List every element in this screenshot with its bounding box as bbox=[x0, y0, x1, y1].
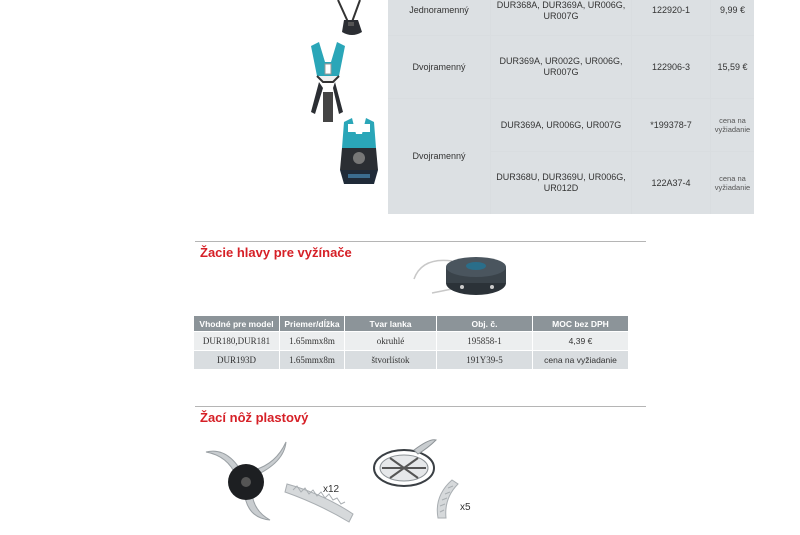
harness-row3a-price: cena na vyžiadanie bbox=[711, 99, 754, 151]
plastic-blade-image bbox=[284, 483, 354, 523]
double-shoulder-harness-image bbox=[311, 42, 345, 122]
table-row: DUR180,DUR181 1.65mmx8m okruhlé 195858-1… bbox=[193, 331, 629, 351]
harness-row2-type: Dvojramenný bbox=[388, 36, 490, 98]
cell-price: cena na vyžiadanie bbox=[532, 350, 629, 370]
harness-row2-models: DUR369A, UR002G, UR006G, UR007G bbox=[491, 36, 631, 98]
harness-row3a-code: *199378-7 bbox=[632, 99, 710, 151]
col-header-order-number: Obj. č. bbox=[436, 315, 533, 332]
single-shoulder-harness-image bbox=[337, 0, 362, 35]
harness-row3b-price: cena na vyžiadanie bbox=[711, 152, 754, 214]
harness-row3b-code: 122A37-4 bbox=[632, 152, 710, 214]
cell-order-number: 195858-1 bbox=[436, 331, 533, 351]
cell-line-shape: štvorlístok bbox=[344, 350, 437, 370]
blade-section-title: Žací nôž plastový bbox=[200, 410, 309, 425]
harness-row1-code: 122920-1 bbox=[632, 0, 710, 35]
replacement-blade-image bbox=[436, 479, 459, 519]
cell-model: DUR193D bbox=[193, 350, 280, 370]
heads-section-title: Žacie hlavy pre vyžínače bbox=[200, 245, 352, 260]
harness-row3-type: Dvojramenný bbox=[388, 99, 490, 214]
harness-row3b-models: DUR368U, DUR369U, UR006G, UR012D bbox=[491, 152, 631, 214]
cell-diameter: 1.65mmx8m bbox=[279, 331, 345, 351]
section-divider-blade bbox=[195, 406, 646, 407]
harness-row1-price: 9,99 € bbox=[711, 0, 754, 35]
table-row: DUR193D 1.65mmx8m štvorlístok 191Y39-5 c… bbox=[193, 350, 629, 370]
cell-diameter: 1.65mmx8m bbox=[279, 350, 345, 370]
backpack-harness-image bbox=[340, 118, 378, 184]
col-header-model: Vhodné pre model bbox=[193, 315, 280, 332]
harness-row3a-models: DUR369A, UR006G, UR007G bbox=[491, 99, 631, 151]
col-header-line-shape: Tvar lanka bbox=[344, 315, 437, 332]
blade-guard-disc-image bbox=[373, 439, 437, 487]
cell-order-number: 191Y39-5 bbox=[436, 350, 533, 370]
harness-row1-models: DUR368A, DUR369A, UR006G, UR007G bbox=[491, 0, 631, 35]
cell-model: DUR180,DUR181 bbox=[193, 331, 280, 351]
cell-price: 4,39 € bbox=[532, 331, 629, 351]
replacement-blade-quantity-label: x5 bbox=[460, 502, 471, 513]
cell-line-shape: okruhlé bbox=[344, 331, 437, 351]
section-divider-heads bbox=[195, 241, 646, 242]
harness-row2-code: 122906-3 bbox=[632, 36, 710, 98]
harness-table: Jednoramenný DUR368A, DUR369A, UR006G, U… bbox=[388, 0, 754, 214]
trimmer-head-image bbox=[413, 257, 506, 295]
plastic-blade-head-image bbox=[205, 441, 287, 521]
harness-row1-type: Jednoramenný bbox=[388, 0, 490, 35]
col-header-price: MOC bez DPH bbox=[532, 315, 629, 332]
trimmer-heads-table: Vhodné pre model Priemer/dĺžka Tvar lank… bbox=[193, 315, 629, 370]
harness-row2-price: 15,59 € bbox=[711, 36, 754, 98]
blade-quantity-label: x12 bbox=[323, 484, 340, 495]
col-header-diameter: Priemer/dĺžka bbox=[279, 315, 345, 332]
